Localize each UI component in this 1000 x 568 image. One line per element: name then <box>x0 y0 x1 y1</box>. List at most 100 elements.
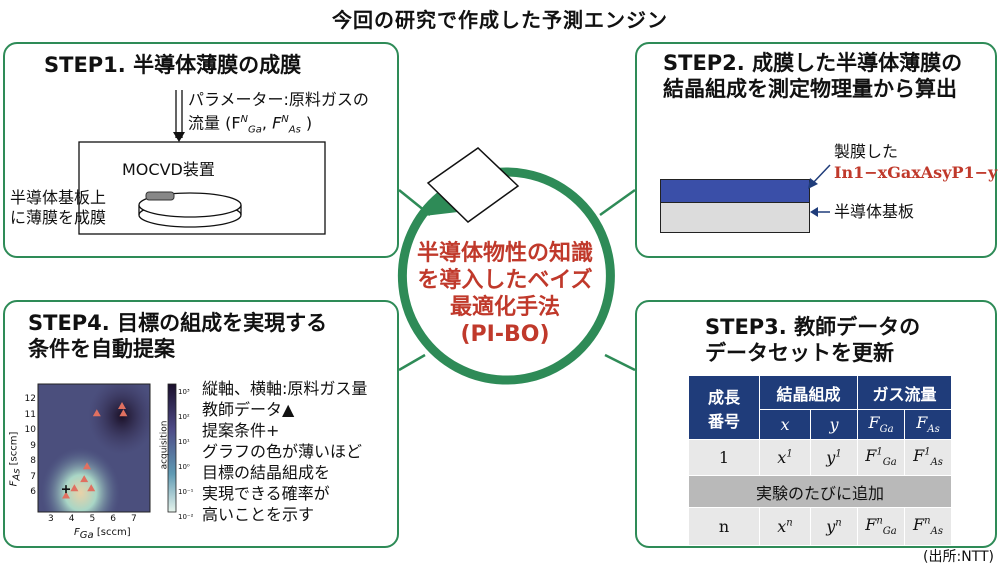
step4-title-line1: STEP4. 目標の組成を実現する <box>28 311 328 335</box>
th-growth-line1: 成長 <box>707 387 740 407</box>
desc-line: 縦軸、横軸:原料ガス量 <box>202 379 368 398</box>
th-fga: FGa <box>857 409 905 440</box>
ytick: 6 <box>30 487 36 497</box>
source-credit: (出所:NTT) <box>923 549 994 565</box>
rown-y: yn <box>810 507 858 546</box>
heatmap-markers <box>62 401 128 499</box>
ytick: 12 <box>24 394 36 404</box>
teacher-data-marker <box>83 462 91 470</box>
ytick: 7 <box>30 471 36 482</box>
xtick: 3 <box>48 514 54 524</box>
teacher-data-marker <box>119 409 128 417</box>
ylabel-f: F <box>8 480 20 487</box>
th-x: x <box>759 409 811 440</box>
xlabel-f: F <box>74 527 80 538</box>
xtick: 5 <box>89 514 96 524</box>
cbtick: 10³ <box>178 388 190 396</box>
desc-line: 実現できる確率が <box>202 484 330 503</box>
cbtick: 10² <box>178 413 190 421</box>
th-fga-label: F <box>868 413 880 433</box>
step2-arrows <box>808 164 831 217</box>
center-line1: 半導体物性の知識 <box>416 241 593 266</box>
formula: In1−xGaxAsyP1−y <box>834 163 998 182</box>
ytick: 10 <box>24 425 36 435</box>
chart-y-ticks: 12 11 10 9 8 7 6 <box>24 392 36 501</box>
substrate-label: 半導体基板上 に薄膜を成膜 <box>10 188 106 228</box>
teacher-data-marker <box>87 484 96 492</box>
row1-x: x1 <box>759 439 811 476</box>
colorbar-label: acquisition <box>159 420 170 470</box>
add-row-label: 実験のたびに追加 <box>688 475 952 508</box>
th-y: y <box>810 409 858 440</box>
rown-fas: FnAs <box>904 507 952 546</box>
teacher-data-marker <box>80 475 89 483</box>
rown-fga: FnGa <box>857 507 905 546</box>
film-label: 製膜した <box>834 142 899 161</box>
ytick: 9 <box>30 440 36 451</box>
substrate-line2: に薄膜を成膜 <box>10 208 107 227</box>
rown-x: xn <box>759 507 811 546</box>
row1-fga: F1Ga <box>857 439 905 476</box>
step3-title-line2: データセットを更新 <box>705 341 894 365</box>
center-line3: 最適化手法 <box>449 295 560 320</box>
th-fas: FAs <box>904 409 952 440</box>
th-growth-line2: 番号 <box>707 411 740 431</box>
param-flow-prefix: 流量 (F <box>188 113 241 133</box>
desc-line: 高いことを示す <box>202 505 315 524</box>
th-growth-no: 成長 番号 <box>688 375 760 440</box>
step4-title: STEP4. 目標の組成を実現する 条件を自動提案 <box>28 310 327 362</box>
rown-no: n <box>688 507 760 546</box>
center-line4: (PI-BO) <box>460 322 550 347</box>
step1-param-text: パラメーター:原料ガスの 流量 (FNGa, FNAs ) <box>188 90 369 141</box>
ytick: 11 <box>24 409 36 420</box>
film-layer <box>660 179 810 203</box>
chart-ylabel: FAs [sccm] <box>8 431 23 487</box>
xtick: 6 <box>110 514 116 524</box>
cbtick: 10⁰ <box>178 463 190 471</box>
ytick: 8 <box>30 456 36 466</box>
row1-no: 1 <box>688 439 760 476</box>
center-method-label: 半導体物性の知識 を導入したベイズ 最適化手法 (PI-BO) <box>405 240 605 348</box>
center-line2: を導入したベイズ <box>417 268 593 293</box>
row1-fas: F1As <box>904 439 952 476</box>
substrate-caption: 半導体基板 <box>834 202 915 221</box>
step3-title-line1: STEP3. 教師データの <box>705 315 921 339</box>
cbtick: 10⁻¹ <box>178 488 194 496</box>
step2-title-line1: STEP2. 成膜した半導体薄膜の <box>663 51 963 75</box>
desc-line: 提案条件+ <box>202 421 280 440</box>
desc-line: 教師データ▲ <box>202 400 295 419</box>
proposal-marker <box>62 485 70 494</box>
step4-title-line2: 条件を自動提案 <box>28 337 175 361</box>
cbtick: 10¹ <box>178 438 190 446</box>
row1-y: y1 <box>810 439 858 476</box>
teacher-data-table: 成長 番号 結晶組成 ガス流量 x y FGa FAs 1 x1 y1 F1Ga… <box>688 375 952 546</box>
step4-description: 縦軸、横軸:原料ガス量 教師データ▲ 提案条件+ グラフの色が薄いほど 目標の結… <box>202 378 367 525</box>
substrate-layer <box>660 202 810 233</box>
desc-line: グラフの色が薄いほど <box>202 442 363 461</box>
teacher-data-marker <box>92 409 101 417</box>
mocvd-diagram <box>78 90 326 235</box>
th-fas-label: F <box>916 413 928 433</box>
step1-title: STEP1. 半導体薄膜の成膜 <box>44 53 302 77</box>
substrate-line1: 半導体基板上 <box>10 188 107 207</box>
step2-title: STEP2. 成膜した半導体薄膜の 結晶組成を測定物理量から算出 <box>663 50 962 102</box>
teacher-data-marker <box>62 491 70 499</box>
chart-points <box>62 401 128 499</box>
teacher-data-marker <box>118 401 126 409</box>
page-title: 今回の研究で作成した予測エンジン <box>332 8 668 32</box>
chart-x-ticks: 3 4 5 6 7 <box>48 514 137 524</box>
step3-title: STEP3. 教師データの データセットを更新 <box>705 314 920 366</box>
param-line1: パラメーター:原料ガスの <box>188 90 369 109</box>
th-gas-flow: ガス流量 <box>857 375 952 410</box>
th-composition: 結晶組成 <box>759 375 858 410</box>
chart-xlabel: FGa [sccm] <box>74 527 131 541</box>
colorbar-ticks: 10³ 10² 10¹ 10⁰ 10⁻¹ 10⁻² <box>178 380 193 530</box>
xtick: 4 <box>68 514 75 524</box>
param-line2: 流量 (FNGa, FNAs ) <box>188 113 313 136</box>
desc-line: 目標の結晶組成を <box>202 463 331 482</box>
teacher-data-marker <box>70 484 79 492</box>
xtick: 7 <box>130 514 137 524</box>
step2-title-line2: 結晶組成を測定物理量から算出 <box>663 77 957 101</box>
mocvd-label: MOCVD装置 <box>122 160 215 179</box>
